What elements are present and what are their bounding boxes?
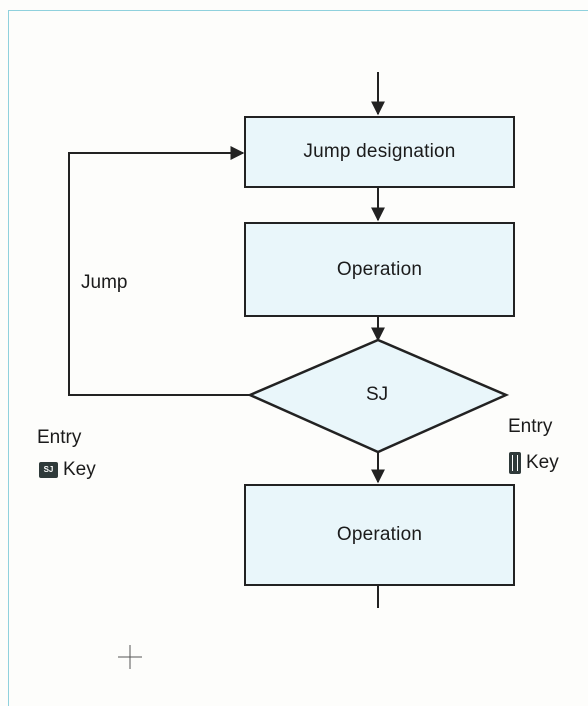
jump-designation-label: Jump designation — [303, 141, 456, 162]
left-entry-key-label: Key — [63, 459, 96, 480]
loop-back-line — [68, 146, 250, 396]
operation-box-1: Operation — [244, 222, 515, 317]
jump-loop-label: Jump — [81, 272, 128, 293]
right-entry-title: Entry — [508, 416, 553, 437]
right-entry-key-label: Key — [526, 452, 559, 473]
page-border-top — [8, 10, 588, 11]
sj-key-icon: SJ — [39, 462, 58, 478]
decision-diamond — [246, 338, 510, 454]
jump-designation-box: Jump designation — [244, 116, 515, 188]
start-key-icon — [509, 452, 521, 474]
operation-label-1: Operation — [336, 258, 423, 280]
operation-box-2: Operation — [244, 484, 515, 586]
operation-label-2: Operation — [336, 524, 423, 545]
page-border-left — [8, 10, 9, 706]
right-entry-key: Key — [509, 452, 559, 474]
decision-label: SJ — [366, 384, 389, 405]
left-entry-key: SJ Key — [39, 459, 96, 481]
left-entry-title: Entry — [37, 427, 82, 448]
